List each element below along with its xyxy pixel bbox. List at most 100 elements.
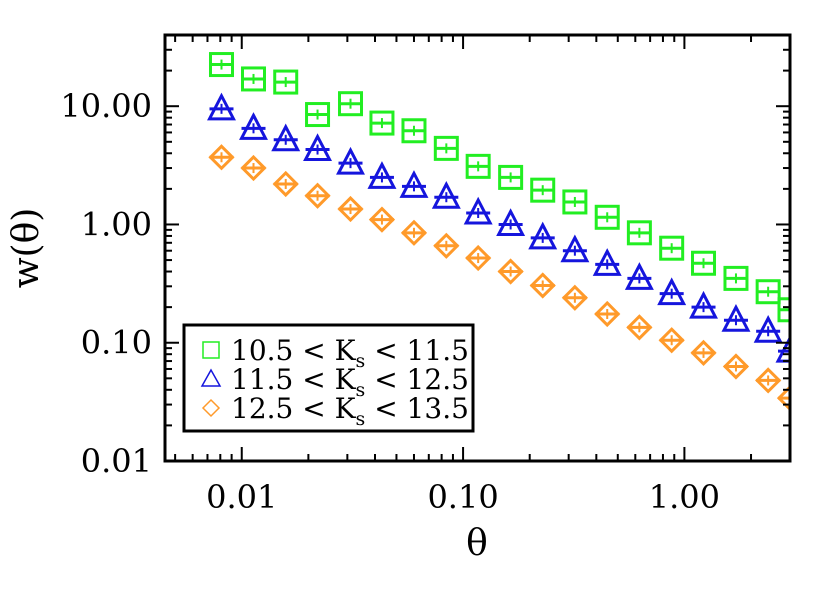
square-point [369, 110, 395, 136]
legend-square-icon [202, 341, 220, 359]
triangle-point [592, 248, 622, 276]
diamond-marker [690, 339, 717, 367]
diamond-point [400, 219, 428, 246]
y-tick-label: 10.00 [60, 87, 152, 125]
legend: 10.5 < Ks < 11.511.5 < Ks < 12.512.5 < K… [182, 323, 475, 433]
square-marker [305, 102, 331, 128]
diamond-point [755, 367, 782, 394]
square-point [691, 250, 717, 276]
square-point [433, 135, 459, 161]
square-marker [755, 279, 781, 305]
square-point [723, 265, 749, 291]
y-tick-label: 0.10 [81, 324, 152, 362]
triangle-marker [399, 170, 429, 198]
triangle-point [431, 180, 461, 209]
diamond-marker [433, 232, 460, 259]
diamond-marker [400, 219, 428, 246]
square-point [626, 220, 652, 246]
square-marker [338, 91, 364, 117]
diamond-point [776, 385, 790, 412]
diamond-point [337, 195, 364, 223]
triangle-marker [560, 234, 590, 263]
square-point [659, 235, 685, 261]
diamond-marker [776, 385, 790, 412]
triangle-marker [496, 208, 526, 236]
square-marker [241, 66, 267, 92]
triangle-marker [431, 180, 461, 209]
triangle-point [271, 123, 301, 152]
diamond-marker [465, 244, 492, 272]
triangle-marker [753, 315, 783, 343]
diamond-marker [240, 154, 267, 182]
triangle-marker [336, 146, 365, 175]
triangle-marker [207, 92, 236, 121]
triangle-point [303, 133, 333, 162]
square-point [305, 102, 331, 128]
diamond-point [368, 206, 396, 233]
square-marker [498, 164, 524, 190]
square-point [777, 297, 790, 323]
legend-box [182, 323, 475, 433]
triangle-marker [271, 123, 301, 152]
y-tick-label: 1.00 [81, 205, 152, 243]
triangle-marker [592, 248, 622, 276]
diamond-point [529, 272, 556, 299]
triangle-point [560, 234, 590, 263]
triangle-marker [528, 221, 558, 250]
square-marker [530, 177, 556, 203]
data-layer [207, 52, 790, 412]
diamond-marker [561, 284, 589, 311]
diamond-marker [755, 367, 782, 394]
diamond-point [658, 327, 685, 354]
diamond-marker [529, 272, 556, 299]
diamond-point [240, 154, 267, 182]
triangle-point [336, 146, 365, 175]
triangle-point [775, 334, 790, 363]
square-marker [659, 235, 685, 261]
diamond-point [272, 170, 299, 198]
square-marker [691, 250, 717, 276]
diamond-marker [722, 353, 750, 380]
diamond-point [594, 300, 621, 328]
y-tick-label: 0.01 [81, 442, 152, 480]
triangle-point [496, 208, 526, 236]
diamond-marker [626, 314, 653, 341]
x-axis-title: θ [466, 523, 488, 564]
triangle-marker [463, 196, 493, 225]
square-point [273, 69, 299, 95]
square-marker [562, 189, 588, 215]
square-point [562, 189, 588, 215]
diamond-point [690, 339, 717, 367]
diamond-point [208, 144, 235, 171]
legend-diamond-icon [201, 398, 221, 418]
diamond-marker [337, 195, 364, 223]
diamond-marker [497, 258, 524, 285]
diamond-marker [368, 206, 396, 233]
diamond-point [626, 314, 653, 341]
triangle-point [463, 196, 493, 225]
x-tick-label: 1.00 [649, 478, 720, 516]
square-marker [723, 265, 749, 291]
legend-label: 11.5 < Ks < 12.5 [231, 363, 469, 401]
square-point [465, 153, 491, 179]
square-point [530, 177, 556, 203]
legend-label: 10.5 < Ks < 11.5 [231, 334, 469, 372]
square-marker [208, 52, 234, 78]
triangle-marker [624, 262, 654, 290]
square-marker [369, 110, 395, 136]
square-marker [594, 204, 620, 230]
diamond-marker [272, 170, 299, 198]
diamond-point [465, 244, 492, 272]
square-point [338, 91, 364, 117]
square-marker [465, 153, 491, 179]
diamond-point [304, 182, 331, 209]
triangle-point [689, 290, 718, 319]
square-point [401, 118, 427, 144]
square-marker [273, 69, 299, 95]
diamond-point [561, 284, 589, 311]
triangle-marker [689, 290, 718, 319]
square-marker [433, 135, 459, 161]
diamond-marker [658, 327, 685, 354]
